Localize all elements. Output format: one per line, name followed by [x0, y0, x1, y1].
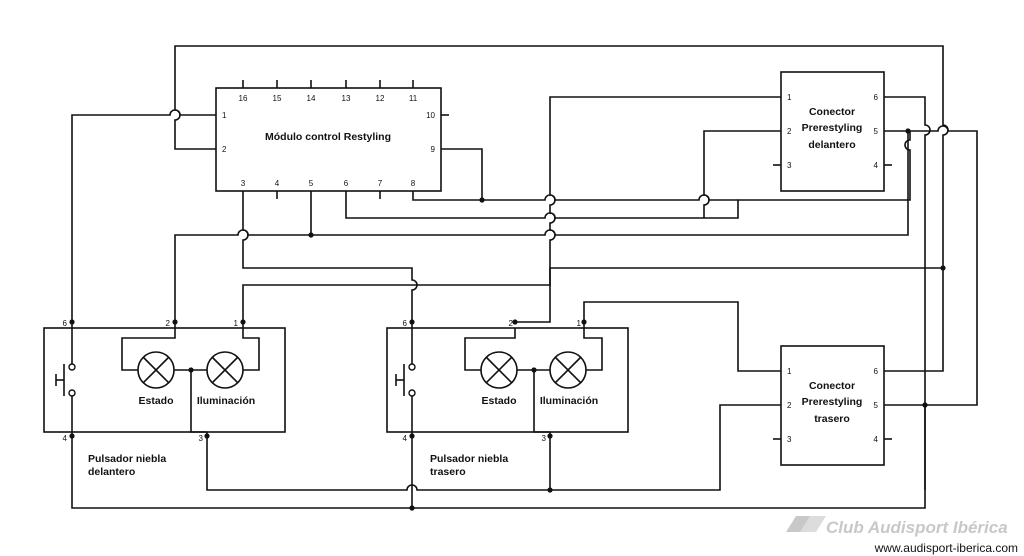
cd-pin-6: 6	[874, 93, 879, 102]
pd-name-line-1: Pulsador niebla	[88, 453, 166, 465]
cd-title-line-2: Prerestyling	[802, 122, 863, 134]
watermark-brand: Club Audisport Ibérica	[826, 518, 1008, 537]
watermark: Club Audisport Ibérica www.audisport-ibe…	[786, 516, 1018, 555]
cd-pin-2: 2	[787, 127, 792, 136]
cd-pin-1: 1	[787, 93, 792, 102]
pt-pin-3: 3	[542, 434, 547, 443]
pt-name-line-2: trasero	[430, 466, 466, 478]
module-title: Módulo control Restyling	[265, 131, 391, 143]
module-pin-16: 16	[239, 94, 248, 103]
pulsador-niebla-trasero: 6 2 1 4 3 Estado Iluminación Pulsador ni…	[386, 319, 629, 478]
pd-pin-6: 6	[63, 319, 68, 328]
pd-pin-1: 1	[234, 319, 239, 328]
wire-ct2	[550, 404, 781, 491]
conector-trasero-body	[780, 345, 885, 466]
module-pin-1: 1	[222, 111, 227, 120]
module-pin-12: 12	[376, 94, 385, 103]
pt-push-switch-icon	[395, 328, 416, 432]
module-pin-4: 4	[275, 179, 280, 188]
conector-prerestyling-trasero: 1 2 3 6 5 4 Conector Prerestyling traser…	[773, 345, 892, 466]
pulsador-niebla-delantero: 6 2 1 4 3 Estado Iluminación Pulsad	[43, 319, 286, 478]
cd-pin-4: 4	[874, 161, 879, 170]
watermark-url: www.audisport-iberica.com	[874, 541, 1018, 555]
wire-top-loop	[174, 45, 949, 268]
pt-pin-1: 1	[577, 319, 582, 328]
pt-iluminacion-lamp-icon	[549, 351, 587, 389]
wire-pd6-m1	[71, 109, 216, 328]
pd-iluminacion-lamp-icon	[206, 351, 244, 389]
ct-pin-4: 4	[874, 435, 879, 444]
wire-ground	[71, 405, 926, 509]
pd-name-line-2: delantero	[88, 466, 135, 478]
cd-pin-5: 5	[874, 127, 879, 136]
pd-pin-3: 3	[199, 434, 204, 443]
module-pin-2: 2	[222, 145, 227, 154]
club-audisport-logo-icon	[786, 516, 826, 532]
pt-pin-4: 4	[403, 434, 408, 443]
ct-pin-1: 1	[787, 367, 792, 376]
cd-pin-3: 3	[787, 161, 792, 170]
module-control-restyling: 16 15 14 13 12 11 1 2 10 9 3 4 5 6 7 8 M…	[215, 80, 449, 199]
pd-pin-4: 4	[63, 434, 68, 443]
ct-pin-5: 5	[874, 401, 879, 410]
conector-delantero-body	[780, 71, 885, 192]
module-pin-5: 5	[309, 179, 314, 188]
wire-pt1-ct1	[583, 301, 781, 372]
module-body	[215, 87, 442, 192]
module-pin-7: 7	[378, 179, 383, 188]
module-pin-6: 6	[344, 179, 349, 188]
pd-pin-2: 2	[166, 319, 171, 328]
ct-pin-6: 6	[874, 367, 879, 376]
wire-m6-cd	[345, 131, 911, 219]
cd-title-line-1: Conector	[809, 106, 855, 118]
junction-dots	[69, 128, 946, 511]
wire-m8	[412, 191, 738, 201]
pd-iluminacion-label: Iluminación	[197, 395, 255, 407]
wire-cd1-pd1	[242, 96, 781, 328]
pd-estado-label: Estado	[138, 395, 173, 407]
module-pin-9: 9	[431, 145, 436, 154]
module-pin-15: 15	[273, 94, 282, 103]
module-pin-14: 14	[307, 94, 316, 103]
pt-pin-6: 6	[403, 319, 408, 328]
pd-push-switch-icon	[55, 328, 76, 432]
conector-prerestyling-delantero: 1 2 3 6 5 4 Conector Prerestyling delant…	[773, 71, 892, 192]
wire-m9	[441, 148, 483, 200]
ct-pin-3: 3	[787, 435, 792, 444]
ct-title-line-1: Conector	[809, 380, 855, 392]
pt-estado-lamp-icon	[480, 351, 518, 389]
wire-cd5	[884, 125, 978, 406]
wire-m3-pt6	[242, 191, 418, 328]
module-pin-13: 13	[342, 94, 351, 103]
cd-title-line-3: delantero	[808, 139, 855, 151]
wire-cd6	[884, 96, 931, 490]
pd-estado-lamp-icon	[137, 351, 175, 389]
ct-title-line-2: Prerestyling	[802, 396, 863, 408]
module-pin-10: 10	[426, 111, 435, 120]
pt-name-line-1: Pulsador niebla	[430, 453, 508, 465]
pt-estado-label: Estado	[481, 395, 516, 407]
pt-pin-2: 2	[509, 319, 514, 328]
pt-iluminacion-label: Iluminación	[540, 395, 598, 407]
module-pin-3: 3	[241, 179, 246, 188]
module-pin-8: 8	[411, 179, 416, 188]
wire-pt2	[515, 267, 944, 372]
ct-title-line-3: trasero	[814, 413, 850, 425]
wire-pd2-m5	[174, 229, 311, 328]
wire-cd2	[703, 130, 781, 218]
wires	[71, 45, 978, 509]
ct-pin-2: 2	[787, 401, 792, 410]
module-pin-11: 11	[409, 94, 418, 103]
